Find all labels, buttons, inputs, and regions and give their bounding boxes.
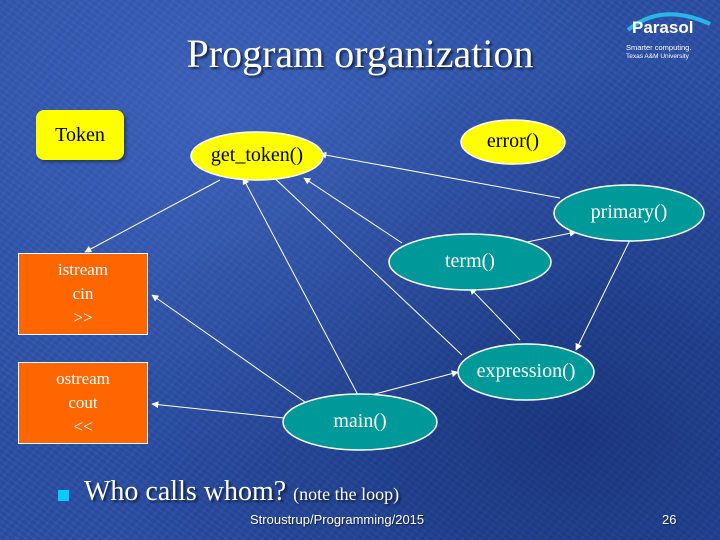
edge-main-ostream [151,401,285,419]
slide-title: Program organization [186,31,534,76]
token-box: Token [36,110,124,160]
logo-name: Parasol [632,18,694,37]
edge-get_token-istream [84,179,221,253]
bullet-point: Who calls whom? (note the loop) [84,476,399,508]
node-expression [457,343,595,401]
cout-label: cout [68,393,98,412]
ostream-box: ostream cout << [18,362,148,444]
node-main [282,393,438,451]
node-primary [553,184,705,242]
cin-label: cin [72,284,94,303]
edge-term-get_token [303,177,403,244]
logo-arc-icon [626,12,711,32]
bullet-square-icon [58,490,69,501]
edge-main-istream [151,294,306,403]
edge-primary-get_token [319,151,561,199]
edge-main-expression [359,370,459,399]
footer-source: Stroustrup/Programming/2015 [250,512,425,527]
edge-primary-expression [575,239,631,351]
istream-label: istream [57,260,109,279]
edge-term-primary [526,229,577,243]
node-term [388,233,552,291]
get-token-label: get_token() [210,144,304,166]
bullet-text: Who calls whom? [84,476,287,507]
edge-main-get_token [242,177,359,396]
error-label: error() [486,130,540,152]
node-error [460,119,566,165]
edge-expression-term [469,287,521,341]
parasol-logo: Parasol Smarter computing. Texas A&M Uni… [622,8,714,70]
expression-label: expression() [476,360,576,382]
term-label: term() [445,250,495,272]
page-number: 26 [662,512,677,527]
main-label: main() [333,410,387,432]
istream-box: istream cin >> [18,253,148,335]
node-get_token [190,131,324,181]
ostream-label: ostream [56,369,110,388]
logo-tagline: Smarter computing. [626,43,692,52]
edge-expression-get_token [267,171,463,356]
token-label: Token [55,123,105,146]
logo-institution: Texas A&M University [626,53,689,60]
bullet-note: (note the loop) [293,484,400,504]
extraction-operator-label: >> [73,308,93,327]
primary-label: primary() [590,201,668,223]
insertion-operator-label: << [73,417,93,436]
